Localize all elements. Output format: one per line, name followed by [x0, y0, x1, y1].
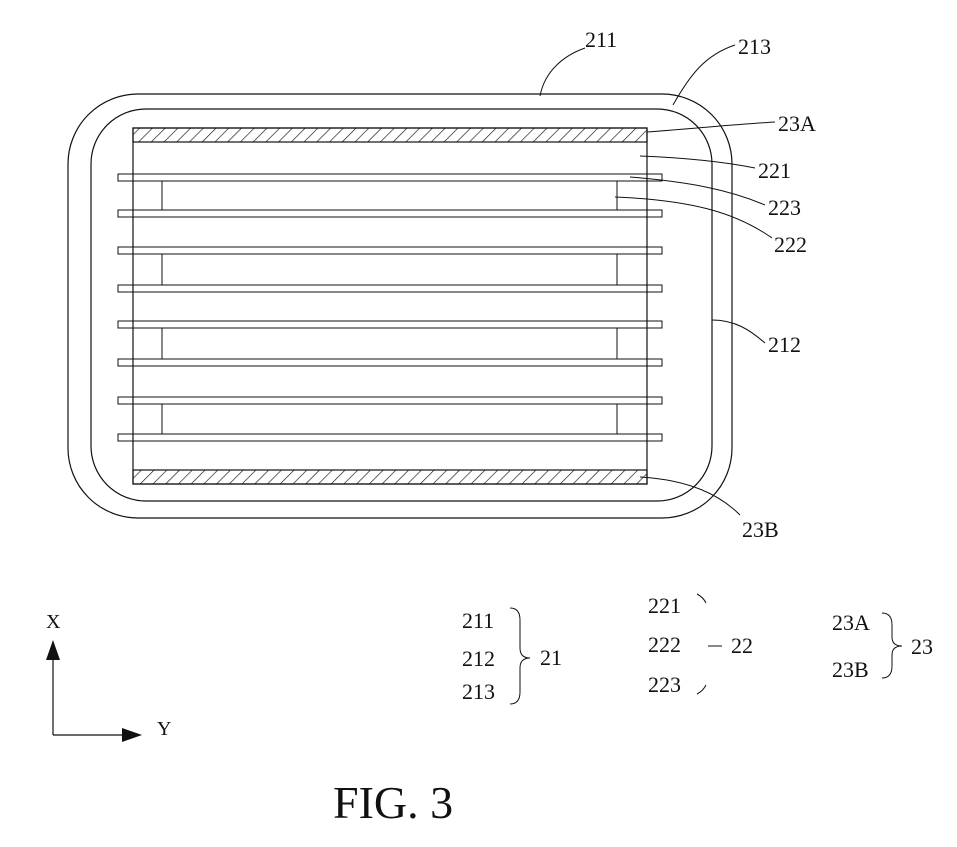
legend-item: 211	[462, 608, 494, 633]
legend-item: 212	[462, 646, 495, 671]
label-212: 212	[768, 332, 801, 357]
leader-212	[712, 320, 765, 343]
separator-layer	[118, 321, 662, 328]
inner-casing-212	[91, 109, 712, 501]
electrode-plate-221	[133, 441, 647, 470]
electrode-plate-222	[162, 328, 617, 359]
legend-item: 23B	[832, 657, 869, 682]
label-221: 221	[758, 158, 791, 183]
label-223: 223	[768, 195, 801, 220]
separator-layer	[118, 210, 662, 217]
y-axis-label: Y	[157, 718, 171, 740]
separator-layer	[118, 174, 662, 181]
label-211: 211	[585, 27, 617, 52]
separator-layer	[118, 397, 662, 404]
legend-tick	[697, 594, 706, 603]
legend-group-label: 23	[911, 634, 933, 659]
legend-item: 223	[648, 672, 681, 697]
leader-lines	[540, 45, 775, 515]
legend-group-23: 23A 23B 23	[832, 610, 933, 682]
leader-211	[540, 48, 585, 96]
separator-layer	[118, 359, 662, 366]
label-222: 222	[774, 232, 807, 257]
outer-casing-213	[68, 94, 732, 518]
electrode-stack	[118, 128, 662, 484]
x-axis-label: X	[46, 611, 61, 633]
legend-group-label: 22	[731, 633, 753, 658]
leader-221	[640, 156, 755, 168]
legend-brace	[510, 608, 530, 704]
hatched-layer-23B	[133, 470, 647, 484]
legend-group-21: 211 212 213 21	[462, 608, 562, 704]
electrode-plate-221	[133, 366, 647, 397]
electrode-plate-221	[133, 142, 647, 174]
legend-item: 213	[462, 679, 495, 704]
separator-layer	[118, 285, 662, 292]
separator-layer	[118, 247, 662, 254]
hatched-layer-23A	[133, 128, 647, 142]
legend-group-label: 21	[540, 645, 562, 670]
leader-213	[673, 45, 735, 105]
leader-23A	[647, 122, 775, 132]
legend-item: 23A	[832, 610, 870, 635]
legend-brace	[882, 613, 902, 678]
legend-item: 221	[648, 593, 681, 618]
legend-item: 222	[648, 632, 681, 657]
y-axis-arrowhead	[122, 728, 142, 742]
electrode-plate-221	[133, 217, 647, 247]
electrode-plate-221	[133, 292, 647, 321]
label-213: 213	[738, 34, 771, 59]
legend-tick	[697, 685, 706, 694]
leader-23B	[640, 477, 740, 515]
electrode-plate-222	[162, 254, 617, 285]
electrode-plate-222	[162, 404, 617, 434]
legend-group-22: 221 222 223 22	[648, 593, 753, 697]
electrode-plate-222	[162, 181, 617, 210]
figure-caption: FIG. 3	[333, 777, 453, 828]
separator-layer	[118, 434, 662, 441]
x-axis-arrowhead	[46, 640, 60, 660]
label-23B: 23B	[742, 517, 779, 542]
label-23A: 23A	[778, 111, 816, 136]
axes-indicator: X Y	[46, 611, 171, 742]
